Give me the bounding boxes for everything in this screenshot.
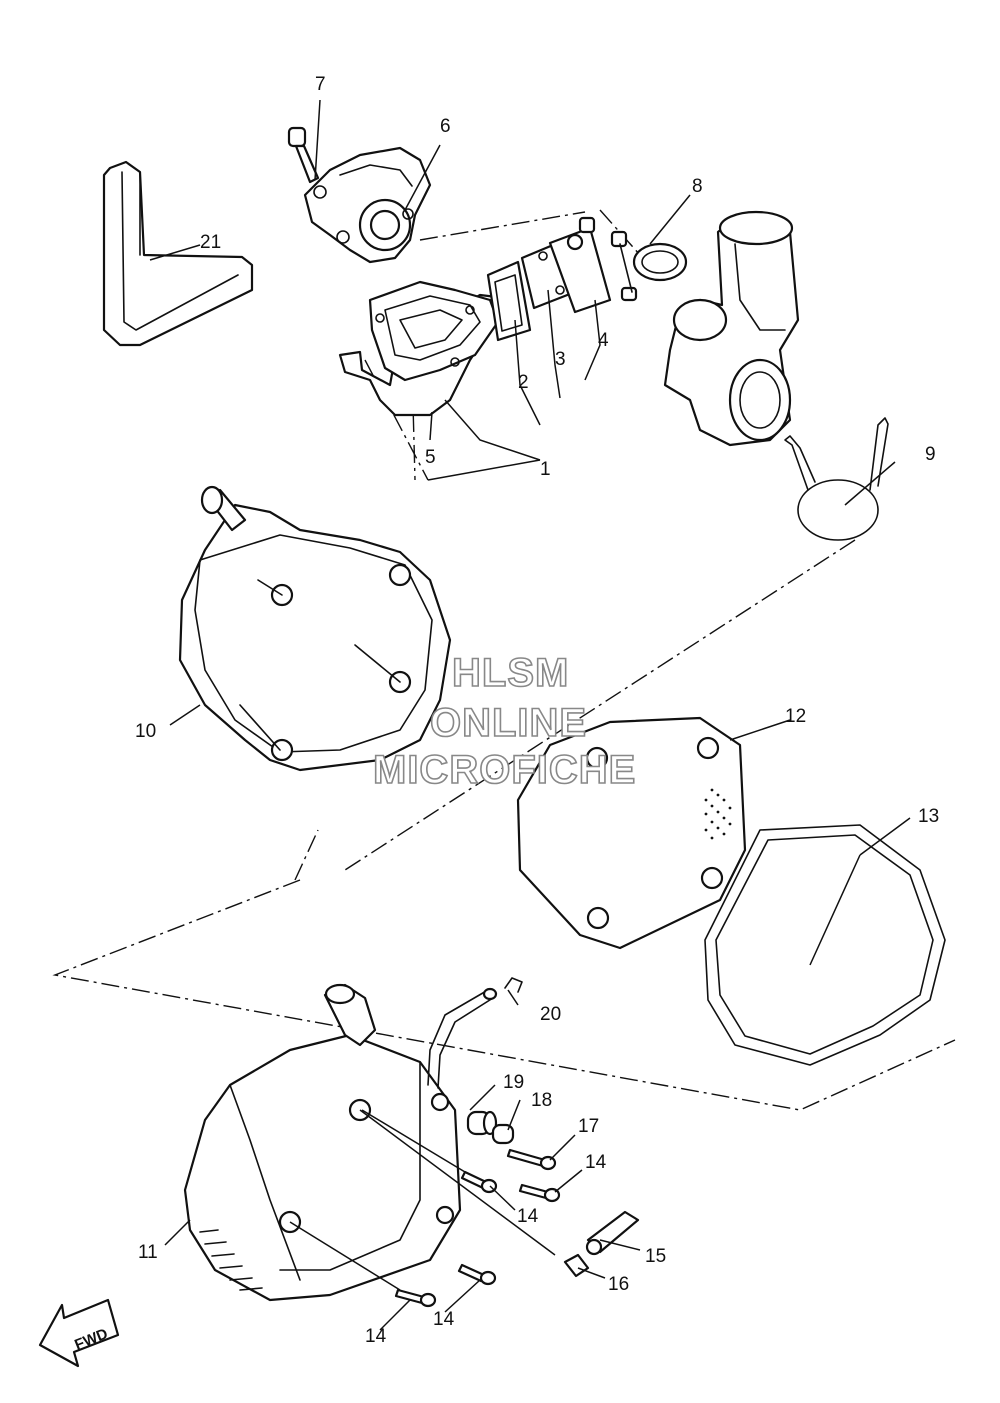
- cooling-fins: [199, 1229, 263, 1291]
- callout-14-b: 14: [517, 1206, 539, 1227]
- callout-7: 7: [315, 74, 326, 95]
- callout-2: 2: [518, 372, 529, 393]
- callout-20: 20: [540, 1004, 561, 1025]
- callout-14-a: 14: [585, 1152, 607, 1173]
- part-2-reed: [486, 260, 532, 342]
- callout-5: 5: [425, 447, 436, 468]
- watermark-line-2: ONLINE: [430, 701, 587, 745]
- callout-17: 17: [578, 1116, 599, 1137]
- part-7-bolt: [287, 126, 320, 184]
- forward-arrow-icon: FWD: [38, 1298, 120, 1368]
- callout-1: 1: [540, 459, 551, 480]
- callout-3: 3: [555, 349, 566, 370]
- carburetor-body: [663, 210, 800, 447]
- callout-8: 8: [692, 176, 703, 197]
- part-12-cover-plate: [516, 716, 747, 950]
- callout-14-d: 14: [433, 1309, 455, 1330]
- part-16-clip: [563, 1253, 590, 1278]
- callout-11: 11: [138, 1242, 158, 1263]
- callout-14-c: 14: [365, 1326, 387, 1347]
- part-4-plate: [548, 216, 612, 314]
- callout-13: 13: [918, 806, 939, 827]
- callout-19: 19: [503, 1072, 524, 1093]
- callout-9: 9: [925, 444, 936, 465]
- callout-12: 12: [785, 706, 806, 727]
- watermark: HLSM ONLINE MICROFICHE: [372, 650, 636, 793]
- watermark-line-1: HLSM: [452, 651, 569, 695]
- part-19-grommet: [466, 1110, 498, 1136]
- callout-10: 10: [135, 721, 156, 742]
- part-6-pump-body: [303, 146, 432, 264]
- part-8-hose-clamp: [610, 230, 688, 302]
- part-14-bolt-d: [457, 1263, 497, 1286]
- part-15-tube: [585, 1210, 640, 1256]
- watermark-line-3: MICROFICHE: [373, 748, 636, 792]
- leader-lines: [149, 99, 911, 1331]
- callout-16: 16: [608, 1274, 629, 1295]
- part-10-cover-housing: [178, 485, 452, 772]
- part-13-gasket: [704, 824, 946, 1066]
- part-21-bent-tube: [102, 160, 254, 347]
- part-20-clip: [504, 977, 523, 993]
- part-18-collar: [491, 1123, 515, 1145]
- callout-21: 21: [200, 232, 221, 253]
- vent-dots: [704, 788, 732, 840]
- part-14-bolt-b: [518, 1183, 561, 1203]
- part-5-reed-valve-gasket: [338, 280, 507, 417]
- part-17-bolt: [506, 1148, 557, 1171]
- callout-labels: 1 2 3 4 5 6 7 8 9 10 11 12 13 14 14 14 1…: [135, 74, 939, 1347]
- callout-4: 4: [598, 330, 609, 351]
- callout-18: 18: [531, 1090, 552, 1111]
- callout-6: 6: [440, 116, 451, 137]
- part-9-spring-clip: [784, 417, 889, 541]
- callout-15: 15: [645, 1246, 666, 1267]
- part-14-bolt-c: [394, 1288, 437, 1308]
